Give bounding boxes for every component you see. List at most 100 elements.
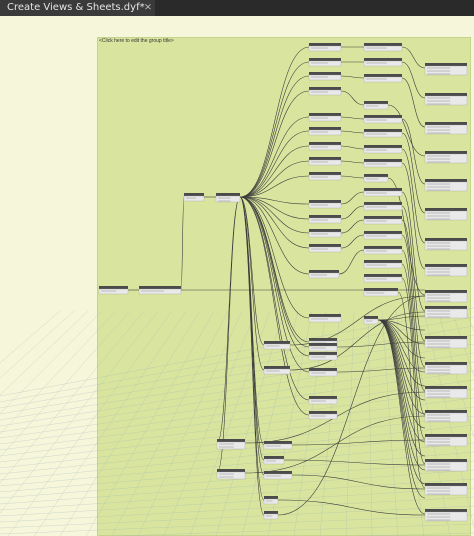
node-body[interactable] — [308, 129, 342, 136]
node-body[interactable] — [263, 368, 291, 375]
node-body[interactable] — [308, 272, 340, 279]
document-tab[interactable]: Create Views & Sheets.dyf* — [0, 0, 155, 16]
node-header[interactable] — [217, 469, 245, 472]
node-body[interactable] — [263, 513, 279, 520]
node-body[interactable] — [363, 161, 403, 168]
node-body[interactable] — [308, 316, 342, 323]
node-body[interactable] — [263, 498, 279, 505]
node-body[interactable] — [424, 95, 468, 106]
node-body[interactable] — [424, 266, 468, 277]
node-header[interactable] — [364, 274, 402, 277]
group-title[interactable]: <Click here to edit the group title> — [99, 38, 174, 44]
node-body[interactable] — [424, 436, 468, 447]
node-body[interactable] — [308, 217, 342, 224]
node-header[interactable] — [309, 244, 341, 247]
node-header[interactable] — [425, 264, 467, 267]
node-header[interactable] — [364, 288, 398, 291]
node-body[interactable] — [308, 74, 342, 81]
node-body[interactable] — [363, 117, 403, 124]
node-header[interactable] — [309, 338, 337, 341]
node-header[interactable] — [309, 72, 341, 75]
node-body[interactable] — [363, 318, 379, 325]
node-header[interactable] — [425, 306, 467, 309]
node-header[interactable] — [309, 87, 341, 90]
node-header[interactable] — [364, 202, 402, 205]
node-body[interactable] — [363, 290, 399, 297]
node-header[interactable] — [364, 58, 402, 61]
node-body[interactable] — [308, 89, 342, 96]
node-body[interactable] — [363, 218, 403, 225]
node-body[interactable] — [424, 124, 468, 135]
node-header[interactable] — [264, 471, 292, 474]
node-body[interactable] — [308, 398, 338, 405]
node-body[interactable] — [138, 288, 182, 295]
node-body[interactable] — [216, 441, 246, 450]
node-header[interactable] — [364, 145, 402, 148]
node-header[interactable] — [264, 511, 278, 514]
node-body[interactable] — [424, 308, 468, 319]
node-header[interactable] — [425, 151, 467, 154]
node-header[interactable] — [425, 179, 467, 182]
node-body[interactable] — [308, 413, 338, 420]
node-body[interactable] — [308, 60, 342, 67]
node-body[interactable] — [308, 174, 342, 181]
node-body[interactable] — [363, 131, 403, 138]
node-header[interactable] — [425, 410, 467, 413]
node-header[interactable] — [99, 286, 128, 289]
node-body[interactable] — [308, 370, 338, 377]
node-body[interactable] — [363, 45, 403, 52]
node-header[interactable] — [264, 496, 278, 499]
node-body[interactable] — [363, 76, 403, 83]
node-header[interactable] — [364, 246, 402, 249]
node-body[interactable] — [363, 248, 403, 255]
node-header[interactable] — [264, 441, 292, 444]
node-header[interactable] — [425, 362, 467, 365]
node-header[interactable] — [364, 316, 378, 319]
node-header[interactable] — [309, 215, 341, 218]
node-body[interactable] — [424, 65, 468, 76]
node-header[interactable] — [364, 159, 402, 162]
node-body[interactable] — [424, 181, 468, 192]
node-body[interactable] — [363, 190, 403, 197]
node-body[interactable] — [424, 511, 468, 522]
node-header[interactable] — [184, 193, 204, 196]
node-body[interactable] — [308, 159, 342, 166]
node-header[interactable] — [364, 174, 388, 177]
node-header[interactable] — [364, 115, 402, 118]
node-header[interactable] — [425, 208, 467, 211]
node-body[interactable] — [424, 412, 468, 423]
node-header[interactable] — [364, 43, 402, 46]
node-body[interactable] — [363, 103, 389, 110]
node-body[interactable] — [263, 473, 293, 480]
node-header[interactable] — [309, 58, 341, 61]
node-header[interactable] — [309, 411, 337, 414]
node-body[interactable] — [424, 338, 468, 349]
node-header[interactable] — [309, 368, 337, 371]
node-header[interactable] — [425, 122, 467, 125]
node-body[interactable] — [215, 195, 241, 203]
node-header[interactable] — [309, 396, 337, 399]
node-header[interactable] — [309, 127, 341, 130]
node-header[interactable] — [264, 366, 290, 369]
node-body[interactable] — [424, 461, 468, 472]
node-header[interactable] — [425, 290, 467, 293]
node-header[interactable] — [364, 129, 402, 132]
node-body[interactable] — [308, 202, 342, 209]
node-header[interactable] — [309, 142, 341, 145]
node-body[interactable] — [424, 388, 468, 399]
node-header[interactable] — [425, 63, 467, 66]
node-header[interactable] — [309, 172, 341, 175]
node-body[interactable] — [424, 292, 468, 303]
node-body[interactable] — [424, 240, 468, 251]
node-header[interactable] — [425, 459, 467, 462]
node-header[interactable] — [309, 270, 339, 273]
node-header[interactable] — [425, 238, 467, 241]
node-header[interactable] — [216, 193, 240, 196]
node-body[interactable] — [308, 231, 342, 238]
node-body[interactable] — [98, 288, 129, 295]
node-body[interactable] — [263, 443, 293, 450]
node-body[interactable] — [424, 210, 468, 221]
node-header[interactable] — [425, 93, 467, 96]
node-header[interactable] — [364, 231, 402, 234]
node-body[interactable] — [363, 262, 403, 269]
